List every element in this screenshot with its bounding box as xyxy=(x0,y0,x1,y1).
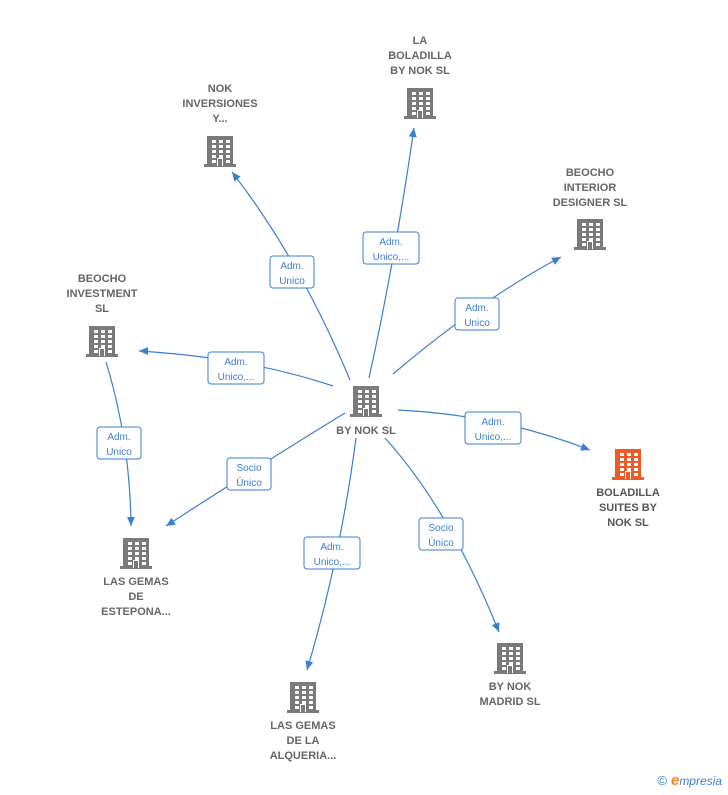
node-center[interactable]: BY NOK SL xyxy=(336,386,396,437)
node-la-boladilla[interactable]: LA BOLADILLA BY NOK SL xyxy=(388,35,452,119)
node-label-line: SL xyxy=(95,303,109,315)
node-label-line: LA xyxy=(413,35,428,47)
edge-label-line: Unico xyxy=(279,276,305,287)
arrowhead-to-gemas-estepona xyxy=(166,517,176,526)
edge-label-line: Único xyxy=(236,476,262,489)
edge-label-box xyxy=(464,411,522,445)
edge-label-investment-to-estepona[interactable]: Adm. Unico xyxy=(96,426,142,460)
node-label-line: BEOCHO xyxy=(78,273,127,285)
edge-label-to-beocho-interior[interactable]: Adm. Unico xyxy=(454,297,500,331)
edge-labels-layer: Adm.Unico,...Adm.UnicoAdm.UnicoAdm.Unico… xyxy=(96,231,522,570)
building-icon xyxy=(204,136,236,167)
edge-label-line: Socio xyxy=(236,463,261,474)
edge-label-to-nok-inversiones[interactable]: Adm. Unico xyxy=(269,255,315,289)
edge-label-line: Adm. xyxy=(224,357,247,368)
building-icon xyxy=(120,538,152,569)
node-by-nok-madrid[interactable]: BY NOK MADRID SL xyxy=(479,643,541,708)
edge-label-line: Unico,... xyxy=(373,252,410,263)
node-label-line: LAS GEMAS xyxy=(103,576,168,588)
building-icon xyxy=(287,682,319,713)
node-label-line: DESIGNER SL xyxy=(553,197,628,209)
node-beocho-investment[interactable]: BEOCHO INVESTMENT SL xyxy=(67,273,138,357)
arrowhead-to-boladilla-suites xyxy=(580,443,590,451)
building-icon xyxy=(350,386,382,417)
empresia-watermark[interactable]: ©empresia xyxy=(657,772,722,789)
edge-label-line: Unico,... xyxy=(314,557,351,568)
node-label-line: SUITES BY xyxy=(599,502,658,514)
arrowhead-to-beocho-investment xyxy=(139,347,148,355)
edge-label-line: Único xyxy=(428,536,454,549)
node-label-line: MADRID SL xyxy=(479,696,540,708)
node-label-line: BOLADILLA xyxy=(596,487,660,499)
node-label-line: ESTEPONA... xyxy=(101,606,171,618)
node-label-line: BY NOK SL xyxy=(336,425,396,437)
edge-label-box xyxy=(269,255,315,289)
edge-label-to-gemas-alqueria[interactable]: Adm. Unico,... xyxy=(303,536,361,570)
node-label-line: DE xyxy=(128,591,143,603)
edge-label-line: Unico xyxy=(464,318,490,329)
node-label-line: INVERSIONES xyxy=(182,98,257,110)
node-gemas-estepona[interactable]: LAS GEMAS DE ESTEPONA... xyxy=(101,538,171,618)
node-label-line: LAS GEMAS xyxy=(270,720,335,732)
arrowhead-to-beocho-interior xyxy=(551,257,561,265)
node-label-line: Y... xyxy=(212,113,227,125)
edge-label-box xyxy=(96,426,142,460)
building-icon xyxy=(612,449,644,480)
edge-label-line: Adm. xyxy=(379,237,402,248)
node-label-line: INTERIOR xyxy=(564,182,617,194)
copyright-symbol: © xyxy=(657,773,667,788)
edge-label-box xyxy=(362,231,420,265)
edge-label-line: Socio xyxy=(428,523,453,534)
node-beocho-interior[interactable]: BEOCHO INTERIOR DESIGNER SL xyxy=(553,167,628,250)
building-icon xyxy=(86,326,118,357)
node-label-line: DE LA xyxy=(287,735,320,747)
node-label-line: BEOCHO xyxy=(566,167,615,179)
arrowhead-to-by-nok-madrid xyxy=(491,622,500,632)
edge-label-box xyxy=(454,297,500,331)
edge-label-to-la-boladilla[interactable]: Adm. Unico,... xyxy=(362,231,420,265)
node-label-line: BOLADILLA xyxy=(388,50,452,62)
arrowhead-to-nok-inversiones xyxy=(232,172,241,182)
node-label-line: BY NOK SL xyxy=(390,65,450,77)
arrowhead-investment-to-estepona xyxy=(127,517,135,526)
node-label-line: NOK SL xyxy=(607,517,649,529)
building-icon xyxy=(574,219,606,250)
edges-layer xyxy=(105,127,591,671)
edge-label-line: Adm. xyxy=(320,542,343,553)
arrowhead-to-la-boladilla xyxy=(408,128,417,138)
node-label-line: INVESTMENT xyxy=(67,288,138,300)
edge-label-to-boladilla-suites[interactable]: Adm. Unico,... xyxy=(464,411,522,445)
node-label-line: NOK xyxy=(208,83,233,95)
edge-label-to-beocho-investment[interactable]: Adm. Unico,... xyxy=(207,351,265,385)
edge-label-line: Adm. xyxy=(481,417,504,428)
brand-name: mpresia xyxy=(679,774,722,788)
node-label-line: ALQUERIA... xyxy=(270,750,337,762)
node-gemas-alqueria[interactable]: LAS GEMAS DE LA ALQUERIA... xyxy=(270,682,337,762)
edge-label-line: Adm. xyxy=(280,261,303,272)
brand-initial: e xyxy=(670,772,680,789)
edge-label-line: Unico,... xyxy=(218,372,255,383)
building-icon xyxy=(404,88,436,119)
node-boladilla-suites[interactable]: BOLADILLA SUITES BY NOK SL xyxy=(596,449,660,529)
edge-label-box xyxy=(226,457,272,491)
edge-label-box xyxy=(207,351,265,385)
building-icon xyxy=(494,643,526,674)
edge-label-box xyxy=(303,536,361,570)
node-label-line: BY NOK xyxy=(489,681,532,693)
node-nok-inversiones[interactable]: NOK INVERSIONES Y... xyxy=(182,83,258,167)
edge-label-line: Adm. xyxy=(107,432,130,443)
edge-label-line: Unico,... xyxy=(475,432,512,443)
edge-label-box xyxy=(418,517,464,551)
edge-label-line: Adm. xyxy=(465,303,488,314)
edge-label-line: Unico xyxy=(106,447,132,458)
arrowhead-to-gemas-alqueria xyxy=(305,660,314,670)
nodes-layer: BY NOK SL LA BOLADILLA BY NOK SL NOK INVERSIO… xyxy=(67,35,660,762)
